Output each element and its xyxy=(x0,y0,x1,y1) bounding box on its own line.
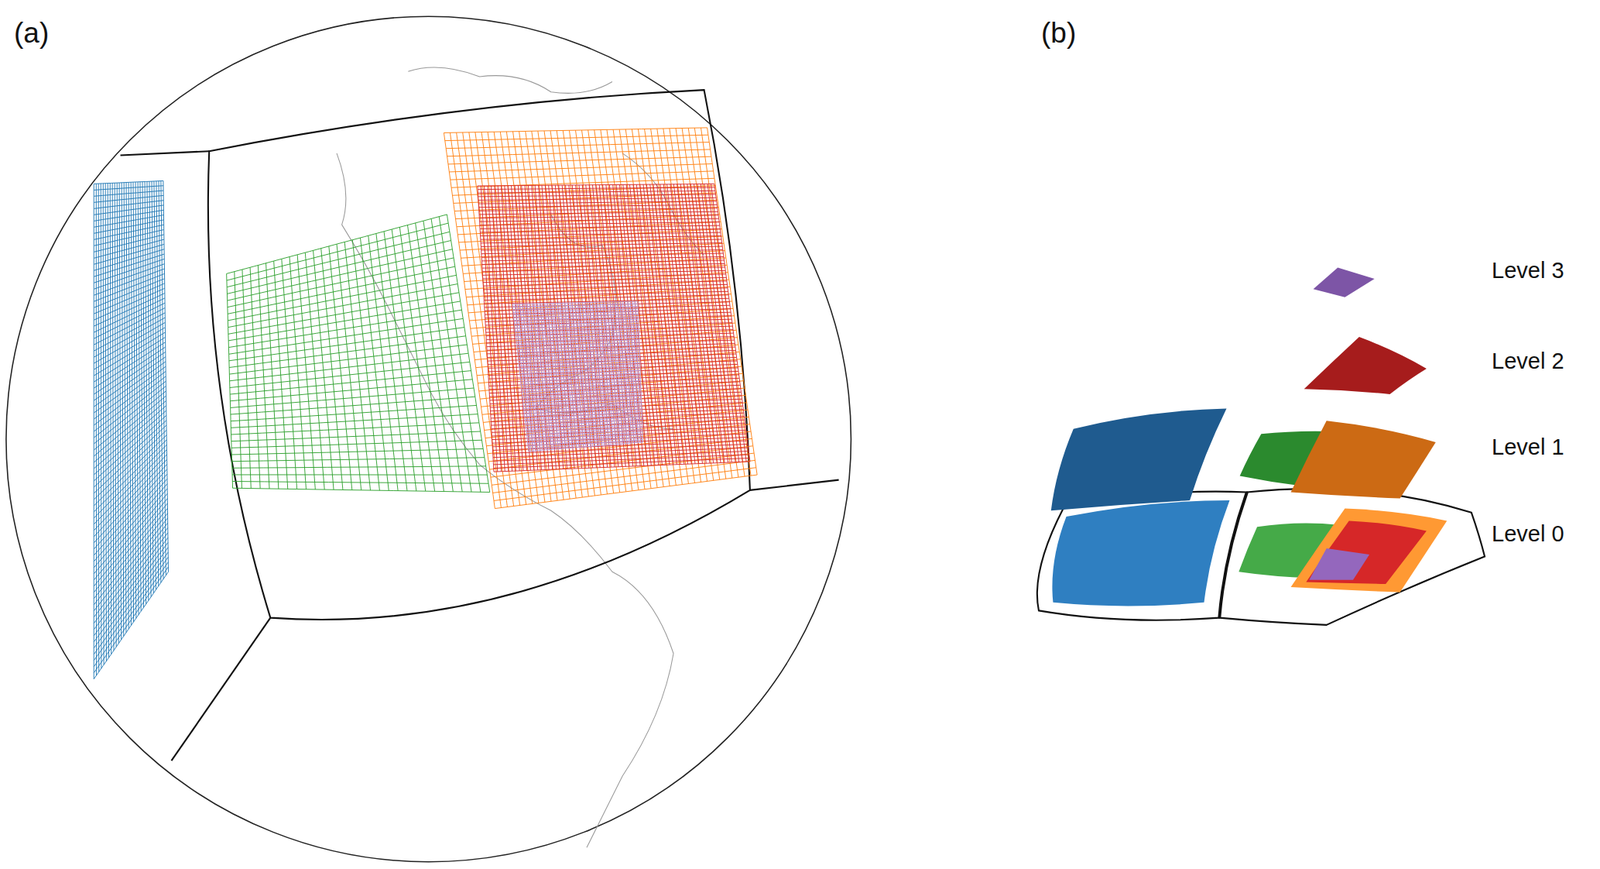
blue-grid xyxy=(93,180,168,679)
green-grid xyxy=(226,214,490,493)
purple-grid-lines xyxy=(512,301,644,452)
level-2-patch xyxy=(1304,336,1427,395)
red-grid xyxy=(477,183,751,472)
level-label: Level 0 xyxy=(1491,522,1565,545)
orange-grid-lines xyxy=(443,127,758,509)
level-1-patches xyxy=(1051,407,1436,511)
sphere-outline xyxy=(6,16,852,862)
level-label: Level 1 xyxy=(1491,435,1565,459)
panel-label: (a) xyxy=(13,18,49,48)
blue-grid-lines xyxy=(93,180,168,679)
level-3-patch xyxy=(1313,267,1375,297)
level-0-patches xyxy=(1051,500,1447,606)
green-grid-lines xyxy=(226,214,490,493)
level-label: Level 3 xyxy=(1491,259,1565,282)
orange-grid xyxy=(443,127,758,509)
purple-grid xyxy=(512,301,644,452)
cube-panel-edges xyxy=(120,89,840,761)
panel-label: (b) xyxy=(1041,18,1076,48)
level-label: Level 2 xyxy=(1491,349,1565,373)
level-0-outlines xyxy=(1037,488,1485,625)
red-grid-lines xyxy=(477,183,751,472)
nested-grids xyxy=(93,127,758,679)
